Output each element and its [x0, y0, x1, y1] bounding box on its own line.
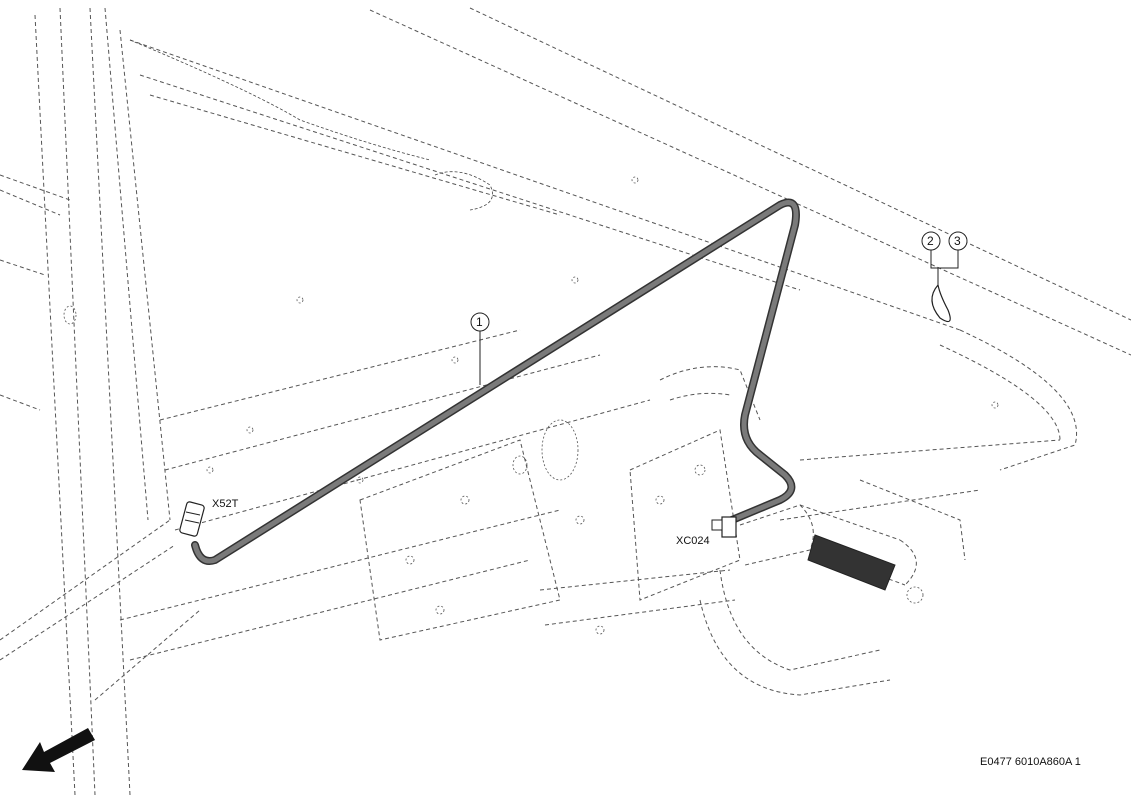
connector-xc024-body [711, 516, 737, 538]
wiring-harness [191, 198, 800, 565]
knurled-grip [807, 534, 896, 591]
mounting-holes [63, 176, 999, 635]
direction-arrow-icon [22, 728, 95, 772]
cable-tie-icon [931, 284, 951, 323]
reference-code: E0477 6010A860A 1 [980, 756, 1081, 768]
connector-xc024-label: XC024 [676, 535, 710, 547]
connector-x52t-label: X52T [212, 498, 239, 510]
callout-1-number: 1 [476, 315, 483, 329]
callout-1-leader [470, 312, 490, 385]
machine-outline [0, 7, 1131, 796]
callout-3-number: 3 [954, 234, 961, 248]
callout-2-3-leader [921, 231, 968, 285]
connector-x52t-body [179, 501, 205, 537]
callout-2-number: 2 [927, 234, 934, 248]
